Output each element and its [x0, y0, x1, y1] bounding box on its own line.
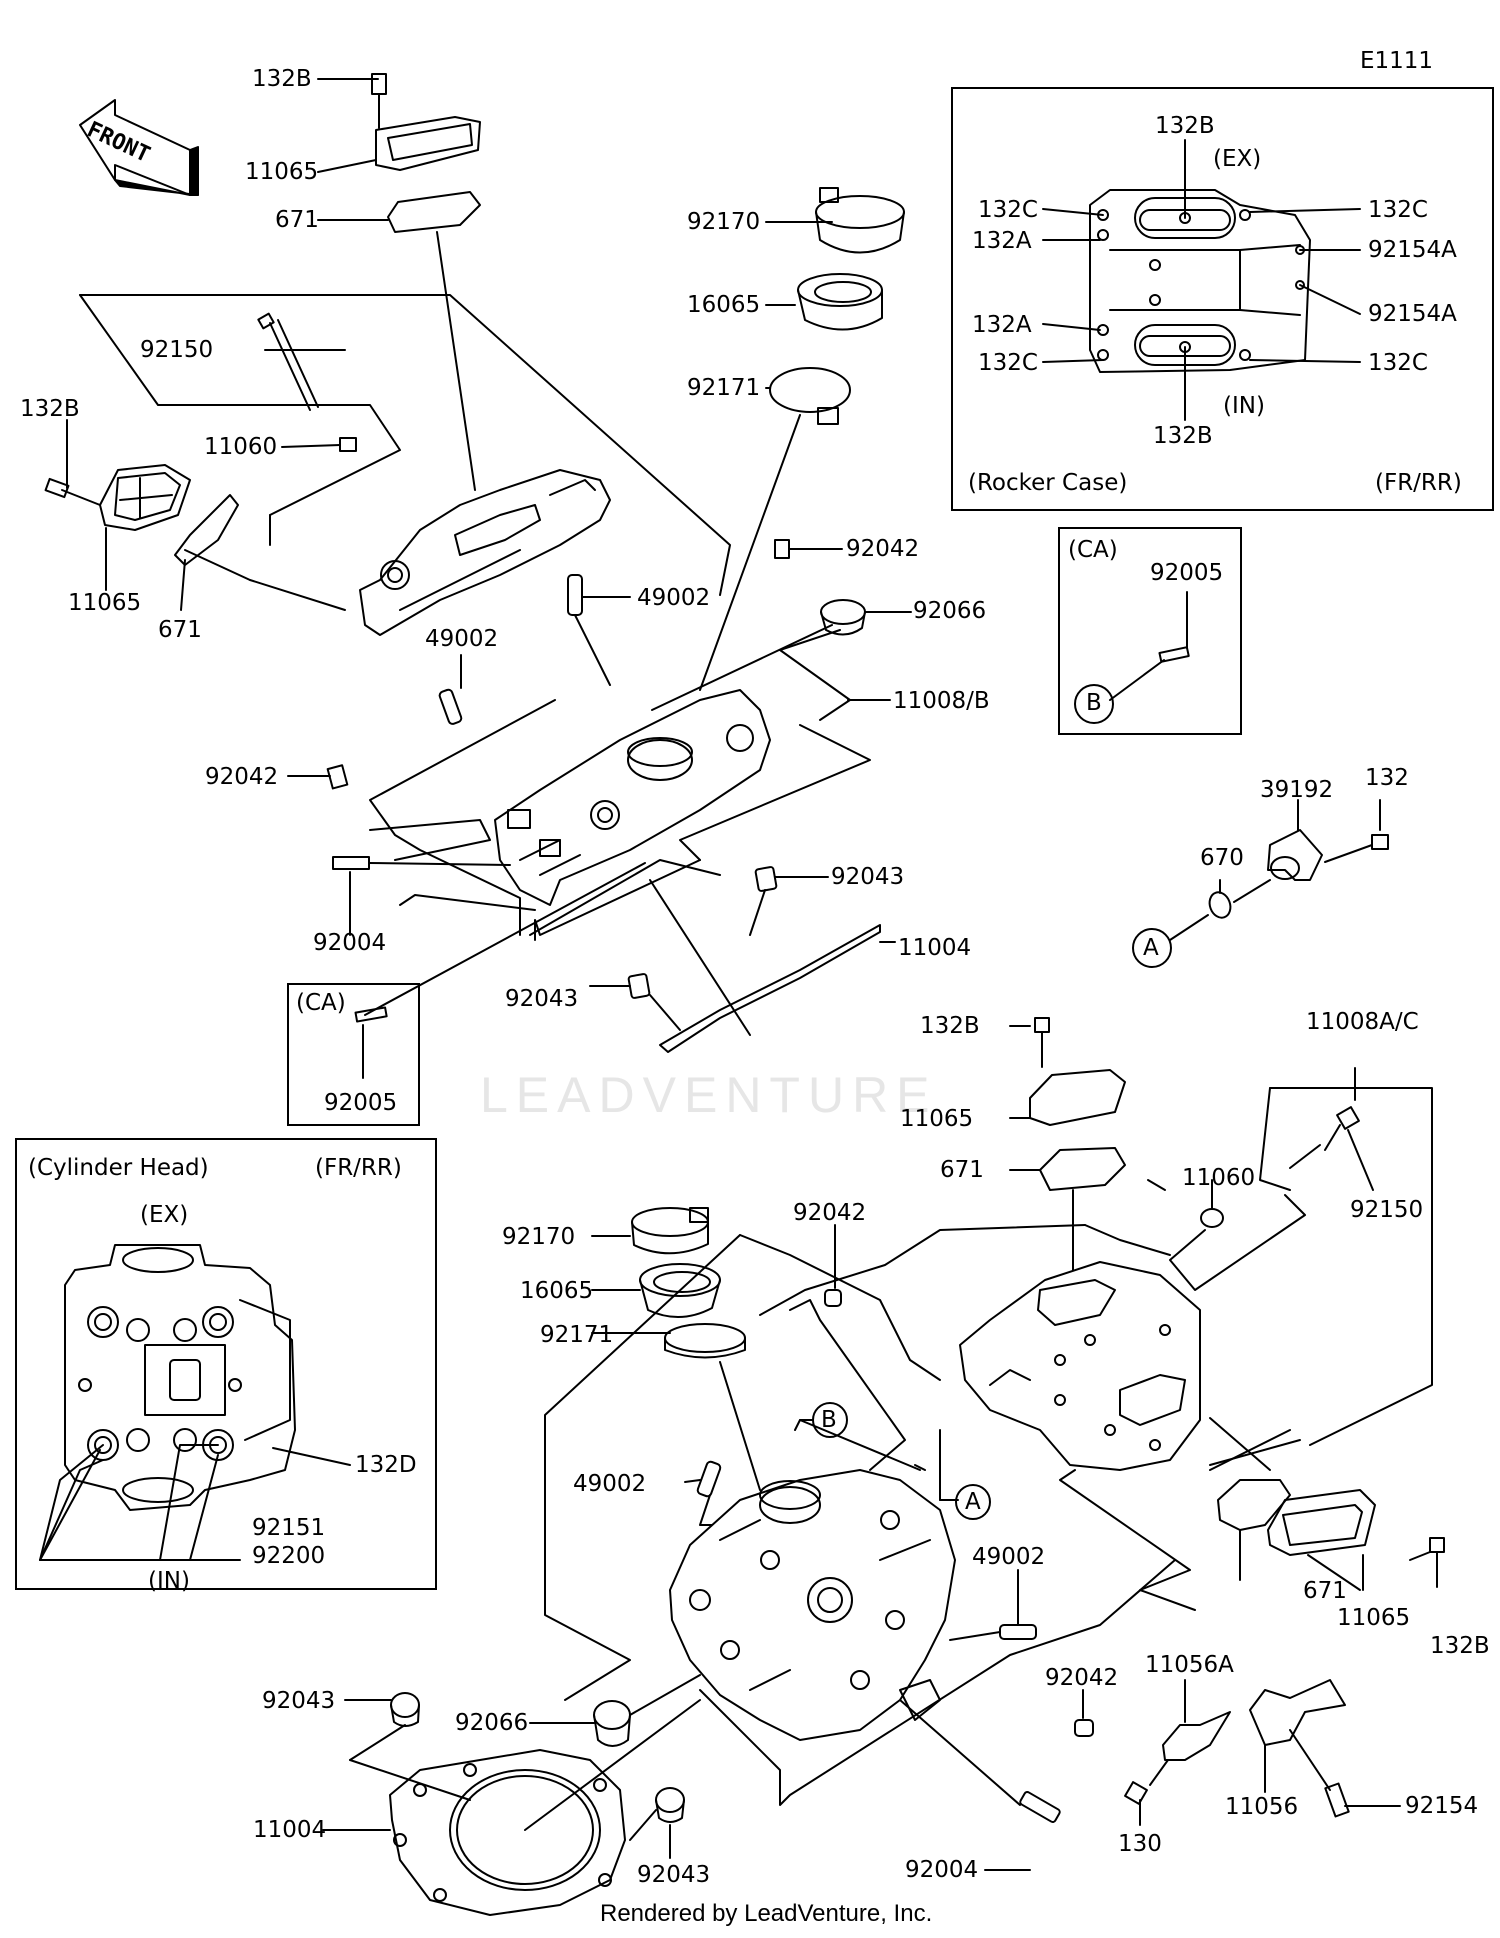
marker-b-lower: B — [821, 1407, 837, 1433]
ca-lower-part: 92005 — [324, 1090, 398, 1116]
ca-inset-lower — [287, 983, 420, 1126]
rocker-label-132A-b: 132A — [972, 312, 1032, 338]
part-92004-b[interactable]: 92004 — [905, 1857, 979, 1883]
diagram-id: E1111 — [1360, 48, 1434, 74]
part-92066-b[interactable]: 92066 — [455, 1710, 529, 1736]
rocker-label-132C-br: 132C — [1368, 350, 1428, 376]
part-671-bot[interactable]: 671 — [1303, 1578, 1347, 1604]
footer-credit: Rendered by LeadVenture, Inc. — [600, 1900, 933, 1927]
part-11065-bot[interactable]: 11065 — [1337, 1605, 1411, 1631]
ca-upper-marker-b: B — [1086, 690, 1102, 716]
part-92042-d[interactable]: 92042 — [1045, 1665, 1119, 1691]
cylinder-head-lower-group — [322, 1234, 1401, 1916]
part-132B-mid[interactable]: 132B — [920, 1013, 980, 1039]
part-671-mid[interactable]: 671 — [940, 1157, 984, 1183]
rocker-case-inset-drawing — [1042, 139, 1361, 421]
part-11056A[interactable]: 11056A — [1145, 1652, 1234, 1678]
part-39192[interactable]: 39192 — [1260, 777, 1334, 803]
rocker-case-lower-group — [759, 1067, 1445, 1611]
part-92042-a[interactable]: 92042 — [846, 536, 920, 562]
part-671-top[interactable]: 671 — [275, 207, 319, 233]
rocker-in-label: (IN) — [1223, 393, 1265, 419]
cylinder-head-inset-drawing — [39, 1244, 351, 1561]
ca-inset-upper — [1058, 527, 1242, 735]
part-92150-top[interactable]: 92150 — [140, 337, 214, 363]
part-92066-a[interactable]: 92066 — [913, 598, 987, 624]
rocker-cover-mid — [1009, 1017, 1126, 1291]
rocker-case-inset-box — [951, 87, 1494, 511]
cyl-label-92151: 92151 — [252, 1515, 326, 1541]
part-11004-a[interactable]: 11004 — [898, 935, 972, 961]
rocker-label-132C-bl: 132C — [978, 350, 1038, 376]
marker-a-lower: A — [965, 1489, 981, 1515]
rocker-position: (FR/RR) — [1375, 470, 1462, 496]
cyl-in-label: (IN) — [148, 1568, 190, 1594]
part-92171-bot[interactable]: 92171 — [540, 1322, 614, 1348]
part-92043-c[interactable]: 92043 — [262, 1688, 336, 1714]
part-16065-top[interactable]: 16065 — [687, 292, 761, 318]
cylinder-head-upper-group — [44, 294, 912, 1079]
cyl-label-92200: 92200 — [252, 1543, 326, 1569]
cylinder-head-inset-box — [15, 1138, 437, 1590]
part-92043-b[interactable]: 92043 — [505, 986, 579, 1012]
front-arrow-icon — [79, 99, 199, 196]
part-671-left[interactable]: 671 — [158, 617, 202, 643]
part-11065-left[interactable]: 11065 — [68, 590, 142, 616]
ca-lower-title: (CA) — [296, 990, 346, 1016]
cyl-ex-label: (EX) — [140, 1202, 189, 1228]
part-92154[interactable]: 92154 — [1405, 1793, 1479, 1819]
part-16065-bot[interactable]: 16065 — [520, 1278, 594, 1304]
part-49002-b[interactable]: 49002 — [425, 626, 499, 652]
part-49002-a[interactable]: 49002 — [637, 585, 711, 611]
part-11065-top[interactable]: 11065 — [245, 159, 319, 185]
rocker-label-132C-tl: 132C — [978, 197, 1038, 223]
breather-fitting — [1132, 799, 1389, 968]
rocker-ex-label: (EX) — [1213, 146, 1262, 172]
part-132B-top[interactable]: 132B — [252, 66, 312, 92]
part-11060-mid[interactable]: 11060 — [1182, 1165, 1256, 1191]
part-92170-bot[interactable]: 92170 — [502, 1224, 576, 1250]
rocker-title: (Rocker Case) — [968, 470, 1128, 496]
part-132B-bot[interactable]: 132B — [1430, 1633, 1490, 1659]
part-670[interactable]: 670 — [1200, 845, 1244, 871]
part-132[interactable]: 132 — [1365, 765, 1409, 791]
rocker-label-132A-t: 132A — [972, 228, 1032, 254]
part-132B-left[interactable]: 132B — [20, 396, 80, 422]
part-92042-c[interactable]: 92042 — [793, 1200, 867, 1226]
rocker-label-132C-tr: 132C — [1368, 197, 1428, 223]
cyl-title: (Cylinder Head) — [28, 1155, 209, 1181]
part-11008B[interactable]: 11008/B — [893, 688, 990, 714]
intake-clamp-lower — [591, 1207, 842, 1491]
part-49002-d[interactable]: 49002 — [972, 1544, 1046, 1570]
part-92150-mid[interactable]: 92150 — [1350, 1197, 1424, 1223]
rocker-label-132B-bottom: 132B — [1153, 423, 1213, 449]
part-11060-top[interactable]: 11060 — [204, 434, 278, 460]
part-49002-c[interactable]: 49002 — [573, 1471, 647, 1497]
part-130[interactable]: 130 — [1118, 1831, 1162, 1857]
rocker-cover-top — [317, 73, 481, 491]
part-11065-mid[interactable]: 11065 — [900, 1106, 974, 1132]
cyl-position: (FR/RR) — [315, 1155, 402, 1181]
rocker-label-92154A-t: 92154A — [1368, 237, 1457, 263]
rocker-label-132B-top: 132B — [1155, 113, 1215, 139]
ca-upper-part: 92005 — [1150, 560, 1224, 586]
part-92004-a[interactable]: 92004 — [313, 930, 387, 956]
part-92043-d[interactable]: 92043 — [637, 1862, 711, 1888]
part-92043-a[interactable]: 92043 — [831, 864, 905, 890]
dowel-pin-upper-ca — [1074, 591, 1190, 724]
part-92171-top[interactable]: 92171 — [687, 375, 761, 401]
part-92042-b[interactable]: 92042 — [205, 764, 279, 790]
marker-a-upper: A — [1143, 935, 1159, 961]
ca-upper-title: (CA) — [1068, 537, 1118, 563]
rocker-label-92154A-b: 92154A — [1368, 301, 1457, 327]
part-92170-top[interactable]: 92170 — [687, 209, 761, 235]
part-11056[interactable]: 11056 — [1225, 1794, 1299, 1820]
watermark: LEADVENTURE — [480, 1067, 938, 1123]
part-11008AC[interactable]: 11008A/C — [1306, 1009, 1419, 1035]
part-11004-b[interactable]: 11004 — [253, 1817, 327, 1843]
intake-clamp-upper — [699, 187, 905, 691]
cyl-label-132D: 132D — [355, 1452, 417, 1478]
